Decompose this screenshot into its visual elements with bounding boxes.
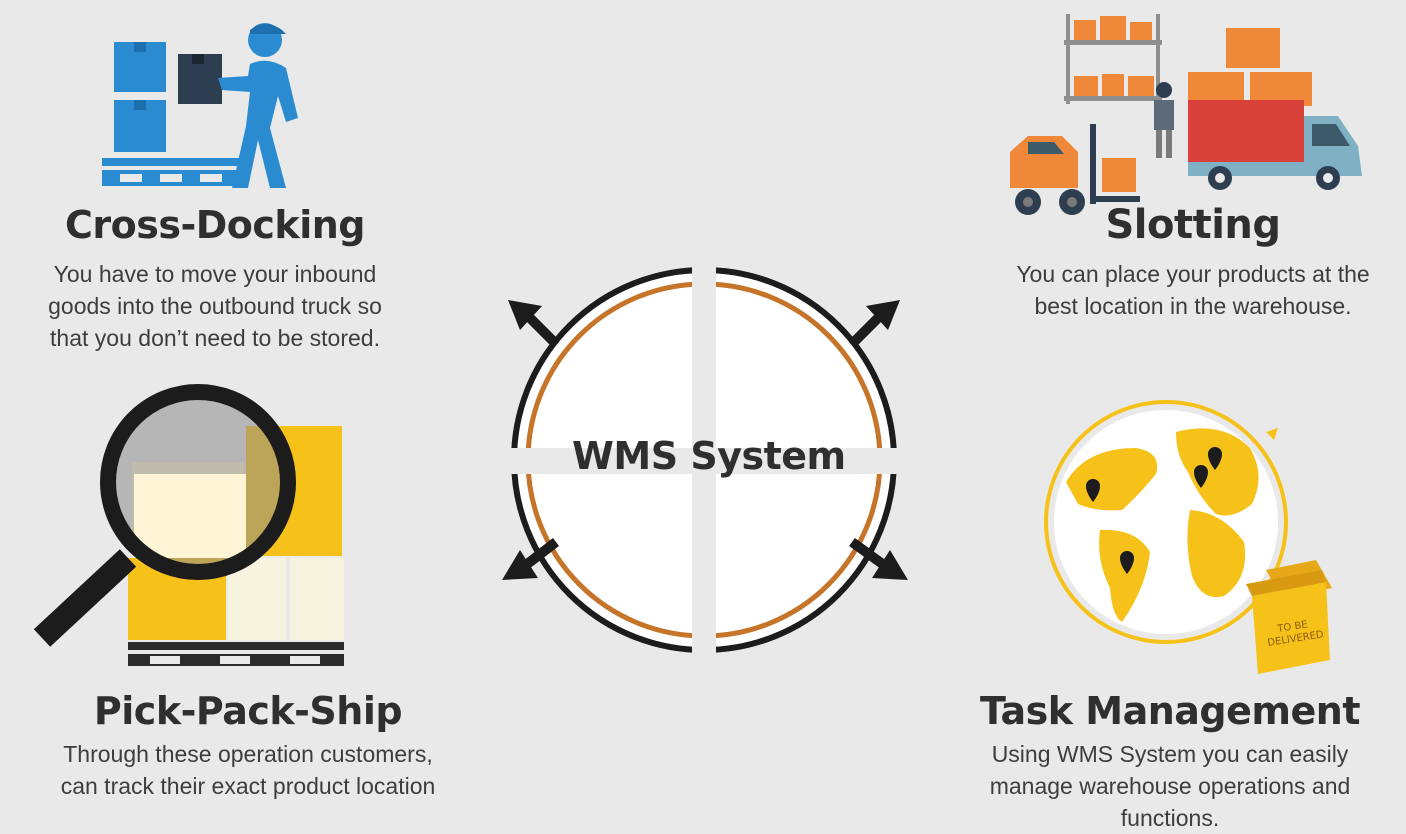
description-line: You have to move your inbound xyxy=(53,261,377,287)
task-management-globe-icon: TO BE DELIVERED xyxy=(1044,400,1332,674)
description-line: manage warehouse operations and xyxy=(989,773,1351,799)
description-line: Using WMS System you can easily xyxy=(991,741,1349,767)
wms-circle-diagram xyxy=(494,250,914,670)
feature-description: You can place your products at the best … xyxy=(984,258,1402,322)
delivery-box-icon: TO BE DELIVERED xyxy=(1246,560,1332,674)
feature-cross-docking: Cross-Docking You have to move your inbo… xyxy=(20,200,410,354)
feature-title: Slotting xyxy=(1105,202,1281,248)
description-line: best location in the warehouse. xyxy=(1034,293,1352,319)
center-label-wms-system: WMS System xyxy=(572,434,846,478)
slotting-warehouse-icon xyxy=(1010,14,1362,215)
box-label-line1: TO BE xyxy=(1276,619,1309,635)
feature-description: Using WMS System you can easily manage w… xyxy=(950,738,1390,834)
description-line: Through these operation customers, xyxy=(63,741,433,767)
description-line: functions. xyxy=(1120,805,1220,831)
feature-title: Cross-Docking xyxy=(65,203,365,247)
feature-title: Pick-Pack-Ship xyxy=(93,689,403,733)
feature-description: Through these operation customers, can t… xyxy=(20,738,476,802)
description-line: goods into the outbound truck so xyxy=(48,293,382,319)
feature-task-management: Task Management Using WMS System you can… xyxy=(950,686,1390,834)
cross-docking-worker-icon xyxy=(102,23,298,188)
feature-title: Task Management xyxy=(980,689,1361,733)
pick-pack-ship-magnifier-icon xyxy=(33,384,344,666)
description-line: that you don’t need to be stored. xyxy=(50,325,380,351)
description-line: You can place your products at the xyxy=(1016,261,1370,287)
feature-description: You have to move your inbound goods into… xyxy=(20,258,410,354)
description-line: can track their exact product location xyxy=(60,773,436,799)
feature-pick-pack-ship: Pick-Pack-Ship Through these operation c… xyxy=(20,686,476,802)
feature-slotting: Slotting You can place your products at … xyxy=(984,200,1402,322)
